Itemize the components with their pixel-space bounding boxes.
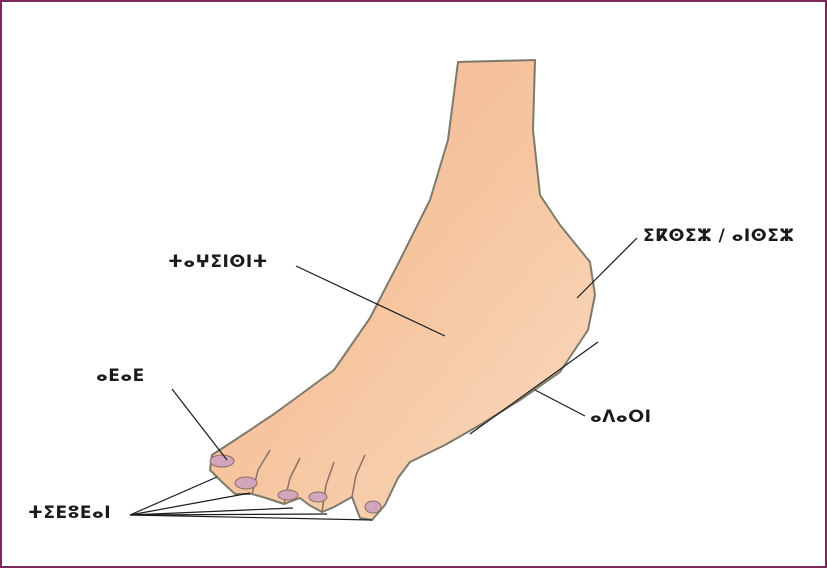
toenail [235,477,257,489]
label-heel: ⵉⴽⵙⵉⵣ / ⴰⵏⵙⵉⵣ [643,226,794,246]
toenail [309,492,327,502]
toenail [365,501,381,513]
leader-line-sole-pointer [535,390,585,416]
label-toes: ⵜⵉⴹⵓⴹⴰⵏ [28,503,111,523]
label-instep: ⵜⴰⵖⵉⵏⵙⵏⵜ [168,252,268,272]
label-sole: ⴰⴷⴰⵔⵏ [590,407,652,427]
leader-line-big-toe [172,389,227,460]
leader-line-toe [130,477,217,515]
leader-line-toe [130,515,372,520]
toenail [278,490,298,500]
leader-line-toe [130,493,250,515]
toenail [210,455,234,467]
foot-shape [210,60,595,520]
label-big-toe: ⴰⴹⴰⴹ [96,366,145,386]
